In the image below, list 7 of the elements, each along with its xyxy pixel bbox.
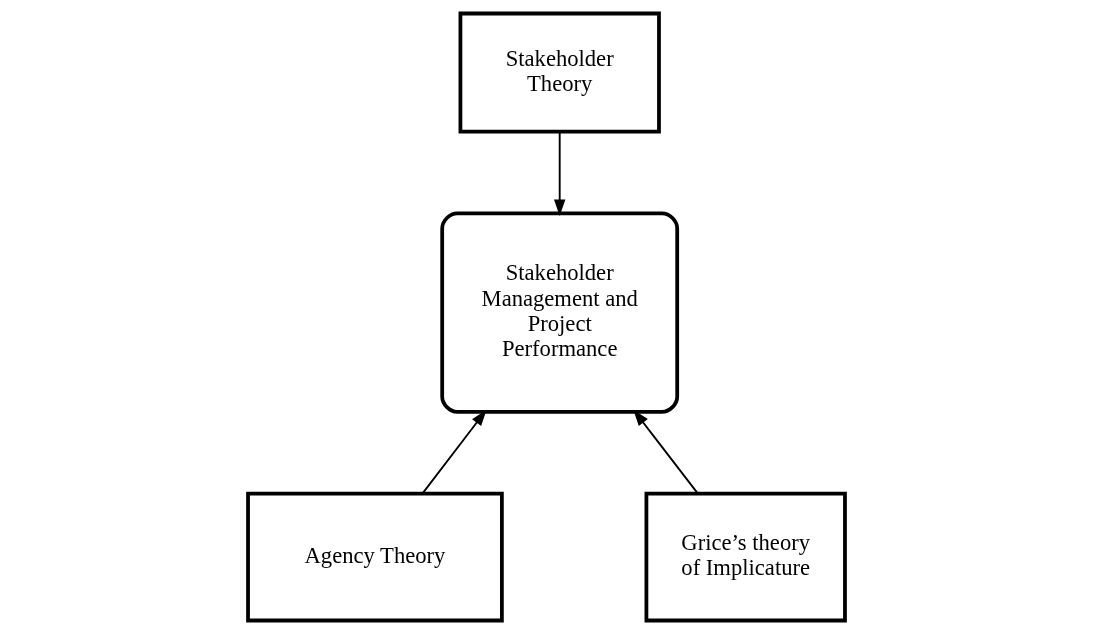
node-box: Agency Theory — [246, 491, 504, 623]
node-box: Stakeholder Theory — [458, 11, 661, 134]
node-box: Stakeholder Management and Project Performance — [440, 211, 680, 414]
arrow — [633, 409, 699, 495]
arrow — [421, 409, 487, 495]
arrow — [553, 130, 566, 216]
node-box: Grice’s theory of Implicature — [644, 491, 847, 623]
